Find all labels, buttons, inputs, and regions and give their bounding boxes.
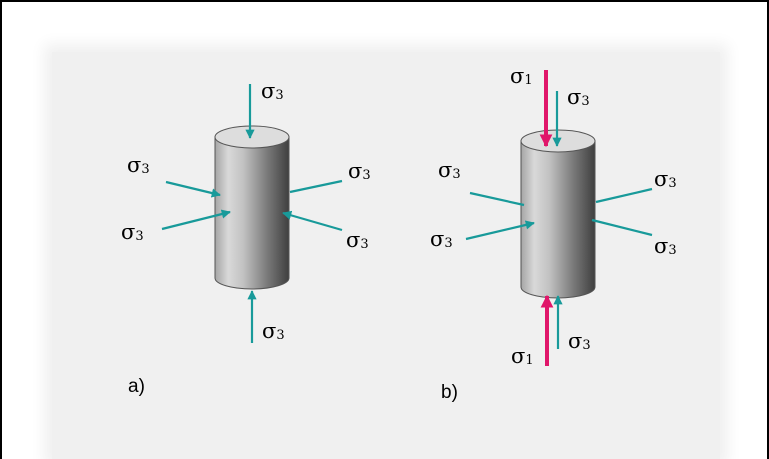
arrow-b-upper-left [469, 191, 525, 207]
specimen-a: σ3 σ3 σ3 σ3 σ3 σ3 a) [121, 79, 371, 397]
label-b-bottom: σ3 [568, 329, 591, 353]
label-a-top: σ3 [261, 79, 284, 103]
label-a-lower-right: σ3 [346, 228, 369, 252]
label-a-upper-right: σ3 [348, 159, 371, 183]
caption-b: b) [441, 382, 458, 403]
arrow-b-lower-right [591, 218, 653, 237]
arrow-b-lower-left [465, 220, 535, 241]
label-a-bottom: σ3 [262, 319, 285, 343]
cylinder-a-top [214, 125, 290, 149]
cylinder-b-body [520, 140, 596, 299]
label-b-top: σ3 [567, 85, 590, 109]
label-b-lower-left: σ3 [430, 227, 453, 251]
label-b-upper-right: σ3 [654, 167, 677, 191]
cylinder-a-body [214, 136, 290, 290]
label-b-sigma1-bottom: σ1 [511, 344, 534, 368]
arrow-b-upper-right [595, 187, 653, 204]
arrow-a-upper-right [289, 179, 343, 194]
label-b-sigma1-top: σ1 [510, 64, 533, 88]
label-a-upper-left: σ3 [127, 153, 150, 177]
label-a-lower-left: σ3 [121, 220, 144, 244]
label-b-lower-right: σ3 [654, 234, 677, 258]
specimen-b: σ1 σ3 σ3 σ3 σ3 σ3 σ3 σ1 b) [430, 64, 677, 403]
label-b-upper-left: σ3 [438, 158, 461, 182]
arrow-a-lower-left [161, 209, 231, 231]
arrow-a-upper-left [165, 180, 221, 198]
caption-a: a) [128, 376, 145, 397]
figure-background [52, 52, 720, 459]
arrow-a-lower-right [282, 210, 343, 232]
